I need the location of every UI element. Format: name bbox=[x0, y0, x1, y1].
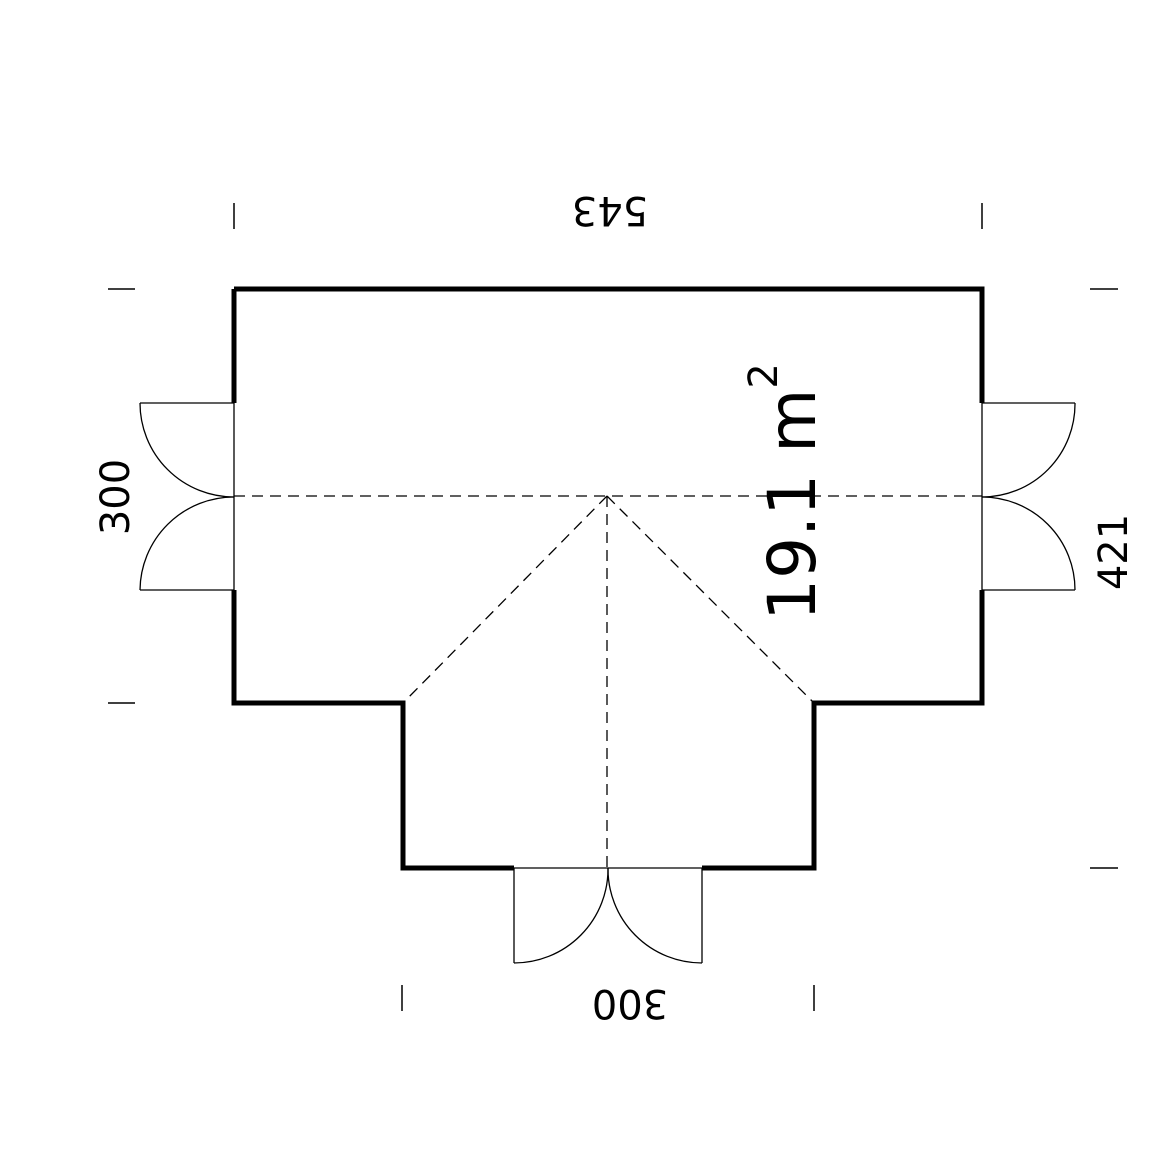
door-swing-arc bbox=[139, 496, 235, 591]
right-double-door bbox=[981, 402, 1076, 591]
door-swing-arc bbox=[513, 867, 609, 964]
area-value: 19.1 m2 bbox=[741, 363, 831, 621]
roof-lines bbox=[234, 495, 982, 868]
area-unit-exponent: 2 bbox=[741, 363, 787, 388]
hip-line-left bbox=[402, 495, 608, 704]
left-dimension-label: 300 bbox=[93, 459, 139, 535]
hip-line-right bbox=[606, 495, 815, 704]
outer-walls bbox=[231, 286, 985, 871]
door-swing-arc bbox=[607, 867, 703, 964]
door-swing-arc bbox=[139, 402, 235, 498]
dimension-ticks bbox=[108, 203, 1118, 1011]
door-swing-arc bbox=[981, 402, 1076, 498]
area-value-text: 19.1 m bbox=[754, 389, 831, 621]
bottom-dimension-label: 300 bbox=[592, 980, 668, 1026]
top-dimension-label: 543 bbox=[572, 187, 648, 233]
right-dimension-label: 421 bbox=[1091, 514, 1137, 590]
bottom-double-door bbox=[513, 867, 703, 964]
left-double-door bbox=[139, 402, 235, 591]
door-swing-arc bbox=[981, 496, 1076, 591]
area-label: 19.1 m2 bbox=[741, 363, 831, 621]
